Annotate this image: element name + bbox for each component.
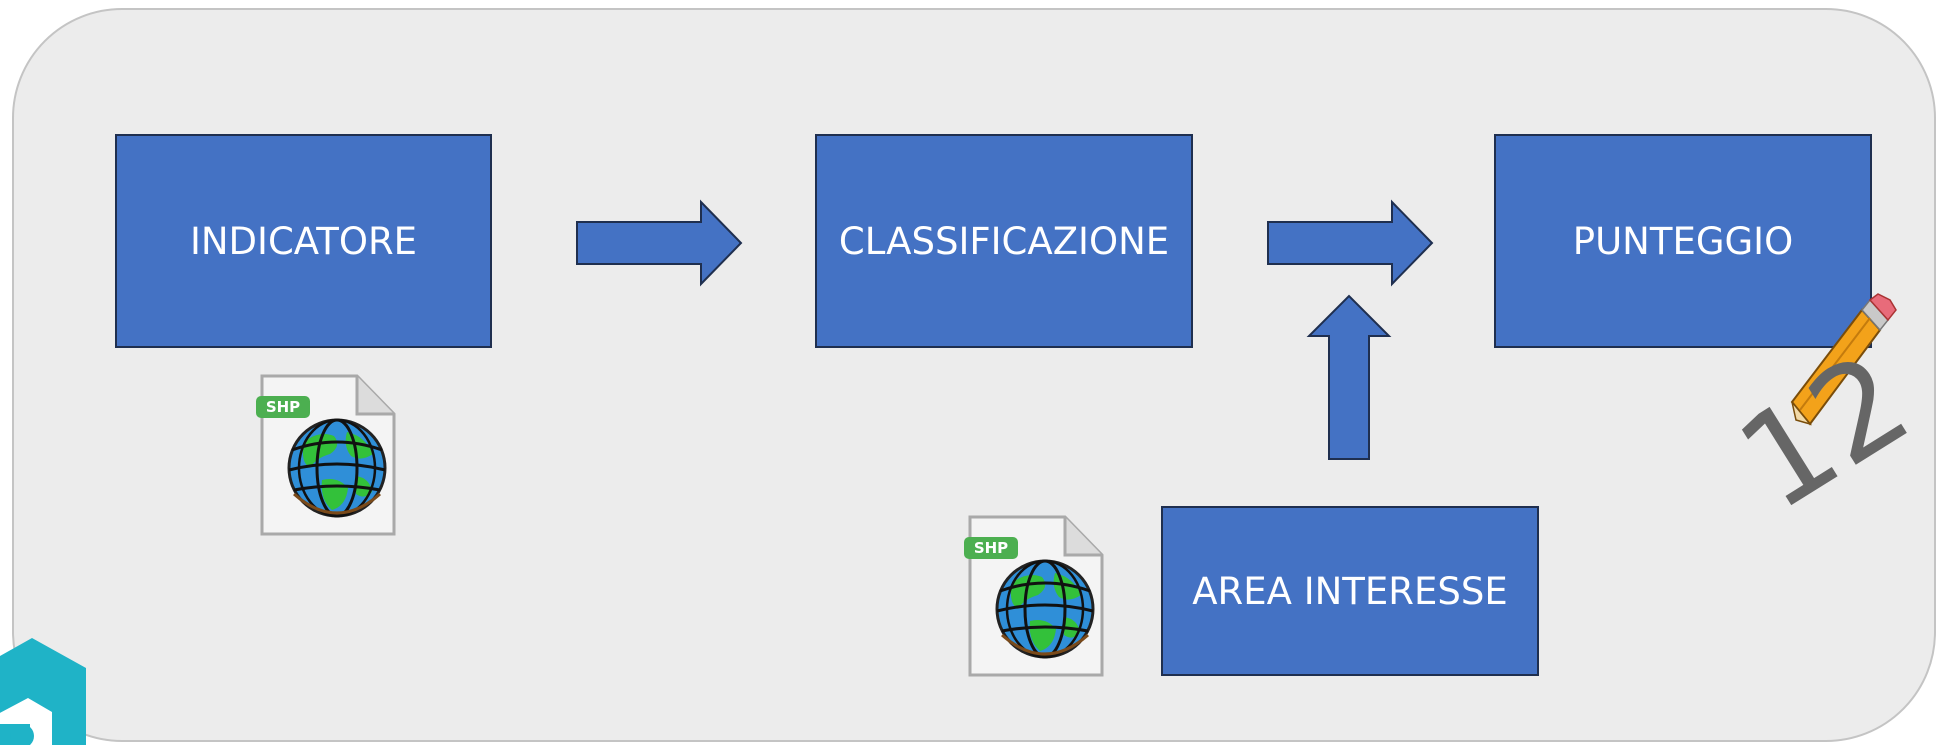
shapefile-icon: SHP — [256, 374, 396, 536]
box-classificazione-label: CLASSIFICAZIONE — [838, 219, 1170, 263]
arrow-indicatore-to-classificazione — [576, 199, 743, 287]
shp-badge — [256, 396, 310, 418]
shapefile-icon: SHP — [964, 515, 1104, 677]
box-indicatore-label: INDICATORE — [189, 219, 418, 263]
globe-icon — [995, 559, 1095, 659]
globe-icon — [287, 418, 387, 518]
arrow-classificazione-to-punteggio — [1267, 199, 1434, 287]
box-classificazione: CLASSIFICAZIONE — [815, 134, 1193, 348]
score-value: 12 — [1713, 323, 1934, 540]
shp-badge-label: SHP — [974, 539, 1008, 557]
box-punteggio-label: PUNTEGGIO — [1572, 219, 1794, 263]
shp-badge — [964, 537, 1018, 559]
brand-logo-icon — [0, 638, 86, 745]
pencil-icon — [1790, 293, 1897, 426]
box-area-interesse-label: AREA INTERESSE — [1192, 569, 1508, 613]
box-punteggio: PUNTEGGIO — [1494, 134, 1872, 348]
arrow-area-interesse-up — [1306, 294, 1392, 460]
shp-badge-label: SHP — [266, 398, 300, 416]
box-area-interesse: AREA INTERESSE — [1161, 506, 1539, 676]
box-indicatore: INDICATORE — [115, 134, 492, 348]
